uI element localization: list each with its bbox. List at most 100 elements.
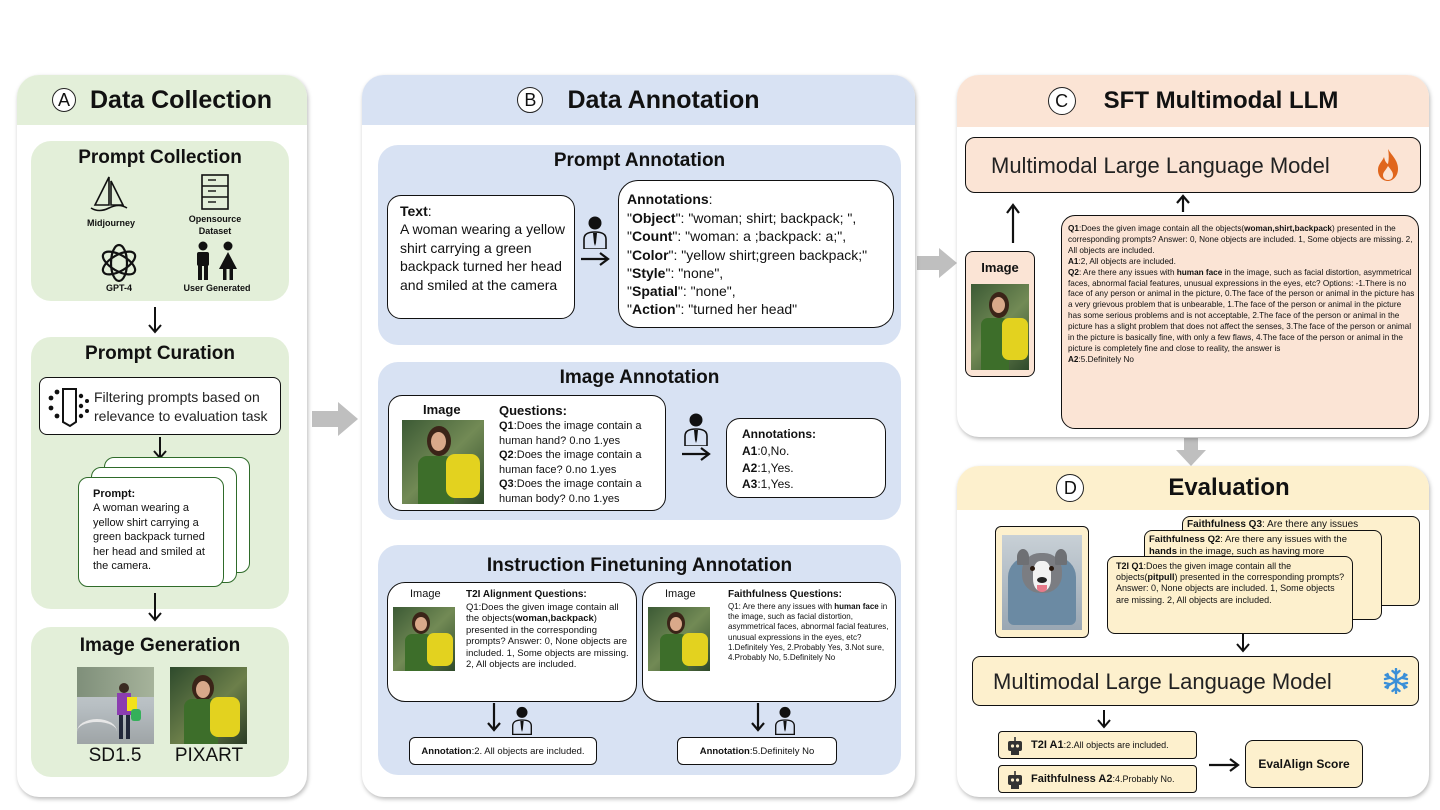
t2i-annotation-value: :2. All objects are included. (471, 746, 585, 757)
annotation-object: "Object": "woman; shirt; backpack; ", (627, 210, 857, 226)
arrow-a-to-b (312, 402, 358, 436)
dog-image-box (995, 526, 1089, 638)
faithfulness-a2-key: Faithfulness A2 (1031, 773, 1113, 785)
dataset-server-icon (201, 174, 229, 210)
answer-a3: A3:1,Yes. (742, 477, 794, 491)
sd15-generated-image (77, 667, 154, 744)
gpt4-icon (101, 243, 137, 283)
source-midjourney: Midjourney (86, 218, 135, 228)
woman-image-sft (971, 284, 1029, 370)
user-generated-icon (197, 241, 237, 280)
faithfulness-a2-value: :4.Probably No. (1112, 774, 1175, 784)
midjourney-icon (90, 176, 128, 212)
right-arrow-icon (1209, 758, 1240, 772)
evalalign-score-label: EvalAlign Score (1258, 757, 1350, 771)
annotation-style: "Style": "none", (627, 264, 724, 281)
t2i-a1-result: T2I A1:2.All objects are included. (998, 731, 1197, 759)
panel-c-letter: C (1047, 87, 1076, 115)
source-user-generated: User Generated (183, 283, 251, 293)
prompt-label: Prompt: (93, 488, 136, 500)
faithfulness-q3-key: Faithfulness Q3 (1187, 519, 1263, 530)
panel-b-title: Data Annotation (567, 85, 760, 114)
image-generation-title: Image Generation (79, 635, 241, 656)
t2i-a1-key: T2I A1 (1031, 739, 1064, 751)
t2i-question-text: Q1:Does the given image contain all the … (466, 602, 629, 671)
answer-a1: A1:0,No. (742, 444, 790, 458)
question-q1: Q1:Does the image contain a human hand? … (499, 420, 642, 447)
image-questions-box: Image Questions: Q1:Does the image conta… (388, 395, 666, 511)
annotation-count: "Count": "woman: a ;backpack: a;", (627, 228, 847, 245)
annotator-person-icon (684, 413, 708, 446)
snowflake-icon (1383, 668, 1409, 694)
down-arrow-icon (487, 703, 501, 732)
faithfulness-annotation-box: Annotation:5.Definitely No (677, 737, 837, 765)
pitbull-image (1002, 535, 1082, 630)
prompt-curation-title: Prompt Curation (85, 343, 235, 364)
faithfulness-annotation-value: :5.Definitely No (749, 746, 815, 757)
prompt-collection-card: Prompt Collection Midjourney Opensource … (31, 141, 289, 301)
eval-model-box: Multimodal Large Language Model (972, 656, 1419, 706)
filter-funnel-icon (48, 388, 89, 428)
model-label-sd15: SD1.5 (88, 745, 142, 766)
answer-list: A1:0,No. A2:1,Yes. A3:1,Yes. (742, 443, 794, 493)
sft-image-label: Image (981, 260, 1019, 275)
woman-image-faithfulness (648, 607, 710, 671)
annotations-label: Annotations (627, 191, 709, 207)
faithfulness-q2-key: Faithfulness Q2 (1149, 534, 1221, 545)
t2i-questions-box: Image T2I Alignment Questions: Q1:Does t… (387, 582, 637, 702)
answer-a2: A2:1,Yes. (742, 460, 794, 475)
questions-label: Questions: (499, 403, 567, 418)
panel-sft-multimodal-llm: C SFT Multimodal LLM Multimodal Large La… (957, 75, 1429, 437)
prompt-annotation-title: Prompt Annotation (553, 150, 726, 171)
panel-a-header: A Data Collection (17, 75, 307, 125)
prompt-text-box: Text: A woman wearing a yellow shirt car… (387, 195, 575, 319)
instruction-annotation-title: Instruction Finetuning Annotation (486, 555, 793, 576)
annotator-person-icon (512, 706, 532, 735)
annotation-spatial: "Spatial": "none", (627, 283, 736, 300)
text-label: Text (400, 203, 428, 219)
t2i-heading: T2I Alignment Questions: (466, 589, 587, 600)
down-arrow-icon (751, 703, 765, 732)
robot-icon (1008, 737, 1022, 755)
down-arrow-icon (148, 307, 162, 334)
t2i-q1-card: T2I Q1:Does the given image contain all … (1107, 556, 1353, 634)
woman-image (402, 420, 484, 504)
fire-icon (1378, 149, 1398, 181)
t2i-annotation-key: Annotation (421, 746, 472, 757)
prompt-text: A woman wearing a yellow shirt carrying … (93, 502, 205, 572)
prompt-card: Prompt: A woman wearing a yellow shirt c… (78, 477, 224, 587)
panel-evaluation: D Evaluation Faithfulness Q3: Are there … (957, 466, 1429, 797)
prompt-text-body: A woman wearing a yellow shirt carrying … (400, 221, 565, 293)
prompt-curation-card: Prompt Curation Filtering prompts based … (31, 337, 289, 609)
faithfulness-q3-text: : Are there any issues (1262, 519, 1359, 530)
right-arrow-icon (581, 252, 610, 266)
source-gpt4: GPT-4 (105, 283, 132, 293)
annotator-person-icon (583, 216, 607, 249)
image-annotations-label: Annotations: (742, 427, 816, 441)
faithfulness-annotation-key: Annotation (699, 746, 750, 757)
sft-image-box: Image (965, 251, 1035, 377)
t2i-image-label: Image (410, 588, 441, 600)
panel-data-annotation: B Data Annotation Prompt Annotation Text… (362, 75, 915, 797)
panel-d-header: D Evaluation (957, 466, 1429, 510)
panel-data-collection: A Data Collection Prompt Collection Midj… (17, 75, 307, 797)
model-label-pixart: PIXART (174, 745, 244, 766)
filter-text: Filtering prompts based on relevance to … (94, 389, 268, 424)
robot-icon (1008, 771, 1022, 789)
faithfulness-image-label: Image (665, 588, 696, 600)
sft-model-label: Multimodal Large Language Model (991, 153, 1330, 178)
question-list: Q1:Does the image contain a human hand? … (499, 419, 659, 506)
prompt-annotation-card: Prompt Annotation Text: A woman wearing … (378, 145, 901, 345)
source-opensource-dataset: Opensource Dataset (188, 214, 242, 236)
image-generation-card: Image Generation SD1.5 PIXART (31, 627, 289, 777)
arrow-b-to-c (917, 248, 957, 278)
faithfulness-a2-result: Faithfulness A2:4.Probably No. (998, 765, 1197, 793)
panel-d-title: Evaluation (1168, 474, 1290, 501)
panel-c-title: SFT Multimodal LLM (1103, 87, 1339, 114)
annotation-action: "Action": "turned her head" (627, 301, 798, 318)
image-annotation-title: Image Annotation (559, 367, 720, 388)
woman-image-t2i (393, 607, 455, 671)
instruction-annotation-card: Instruction Finetuning Annotation Image … (378, 545, 901, 775)
image-annotations-box: Annotations: A1:0,No. A2:1,Yes. A3:1,Yes… (726, 418, 886, 498)
annotator-person-icon (775, 706, 795, 735)
